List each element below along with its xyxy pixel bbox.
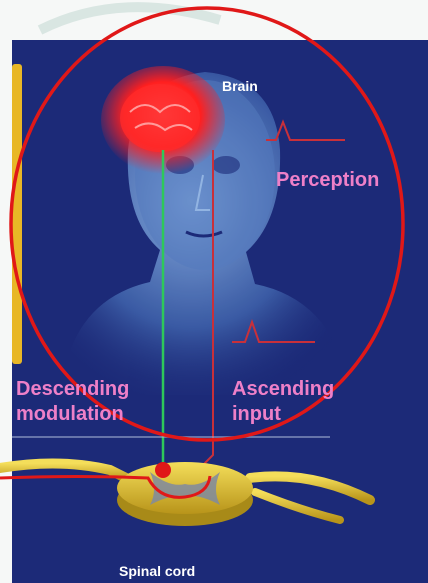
ascending-label-line1: Ascending (232, 377, 334, 401)
ascending-label-line2: input (232, 402, 281, 426)
descending-label-line1: Descending (16, 377, 129, 401)
descending-label-line2: modulation (16, 402, 124, 426)
left-accent-bar (12, 64, 22, 364)
brain-label: Brain (222, 78, 258, 94)
spinal-cord-label: Spinal cord (119, 563, 195, 579)
perception-label: Perception (276, 168, 379, 192)
synapse-dot (155, 462, 171, 478)
